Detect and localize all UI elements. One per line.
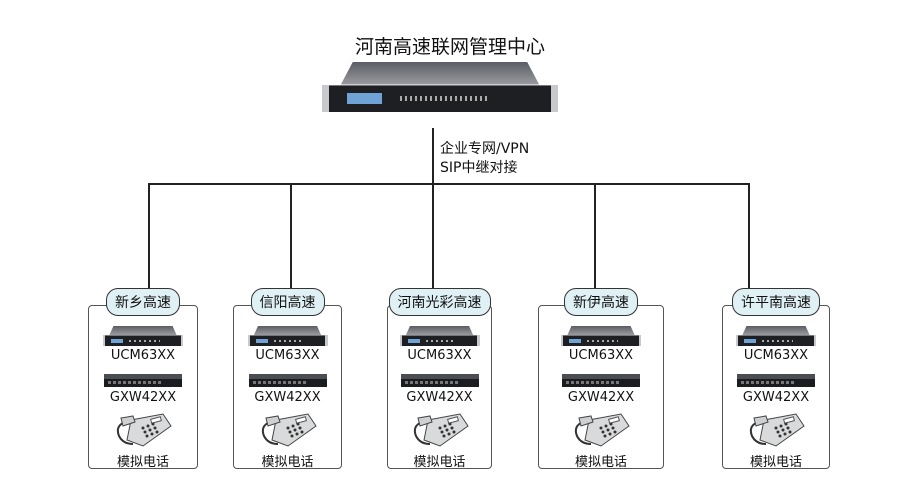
ucm-label: UCM63XX xyxy=(110,348,176,363)
phone-label: 模拟电话 xyxy=(574,455,627,470)
gxw-label: GXW42XX xyxy=(567,390,635,405)
trunk-line xyxy=(432,128,434,184)
phone-icon xyxy=(113,412,173,448)
link-label-sip: SIP中继对接 xyxy=(440,160,518,176)
phone-icon xyxy=(410,412,470,448)
gxw-label: GXW42XX xyxy=(109,390,177,405)
phone-icon xyxy=(571,412,631,448)
gxw-device-icon xyxy=(400,374,479,387)
diagram-title: 河南高速联网管理中心 xyxy=(354,36,545,58)
phone-label: 模拟电话 xyxy=(261,455,314,470)
drop-line xyxy=(290,183,292,288)
gxw-device-icon xyxy=(248,374,327,387)
phone-label: 模拟电话 xyxy=(116,455,169,470)
site-box: 新伊高速 UCM63XX GXW42XX 模拟电话 xyxy=(538,288,664,470)
phone-icon xyxy=(746,412,806,448)
site-label: 新伊高速 xyxy=(564,288,638,316)
ucm-label: UCM63XX xyxy=(255,348,320,363)
drop-line xyxy=(748,183,750,288)
gxw-label: GXW42XX xyxy=(406,390,473,405)
drop-line xyxy=(432,183,434,288)
drop-line xyxy=(148,183,150,288)
ucm-device-icon xyxy=(736,326,816,346)
site-label: 许平南高速 xyxy=(732,288,820,316)
ucm-device-icon xyxy=(561,326,641,346)
site-label: 河南光彩高速 xyxy=(388,288,491,316)
ucm-label: UCM63XX xyxy=(407,348,472,363)
phone-label: 模拟电话 xyxy=(413,455,466,470)
ucm-device-icon xyxy=(247,326,328,346)
link-label: 企业专网/VPN SIP中继对接 xyxy=(440,140,529,178)
site-box: 信阳高速 UCM63XX GXW42XX 模拟电话 xyxy=(233,288,342,470)
site-box: 新乡高速 UCM63XX GXW42XX 模拟电话 xyxy=(88,288,198,470)
ucm-label: UCM63XX xyxy=(743,348,809,363)
site-label: 信阳高速 xyxy=(250,288,325,316)
bus-line xyxy=(148,183,749,185)
ucm-label: UCM63XX xyxy=(568,348,634,363)
site-label: 新乡高速 xyxy=(106,288,180,316)
gxw-label: GXW42XX xyxy=(254,390,321,405)
ucm-device-icon xyxy=(103,326,183,346)
phone-label: 模拟电话 xyxy=(749,455,802,470)
phone-icon xyxy=(258,412,318,448)
gxw-device-icon xyxy=(737,374,815,387)
site-box: 河南光彩高速 UCM63XX GXW42XX 模拟电话 xyxy=(387,288,492,470)
drop-line xyxy=(594,183,596,288)
gxw-device-icon xyxy=(104,374,182,387)
site-box: 许平南高速 UCM63XX GXW42XX 模拟电话 xyxy=(722,288,830,470)
link-label-vpn: 企业专网/VPN xyxy=(440,141,530,157)
gxw-device-icon xyxy=(562,374,640,387)
ucm-device-icon xyxy=(399,326,480,346)
gxw-label: GXW42XX xyxy=(742,390,810,405)
central-server-icon xyxy=(322,62,558,112)
